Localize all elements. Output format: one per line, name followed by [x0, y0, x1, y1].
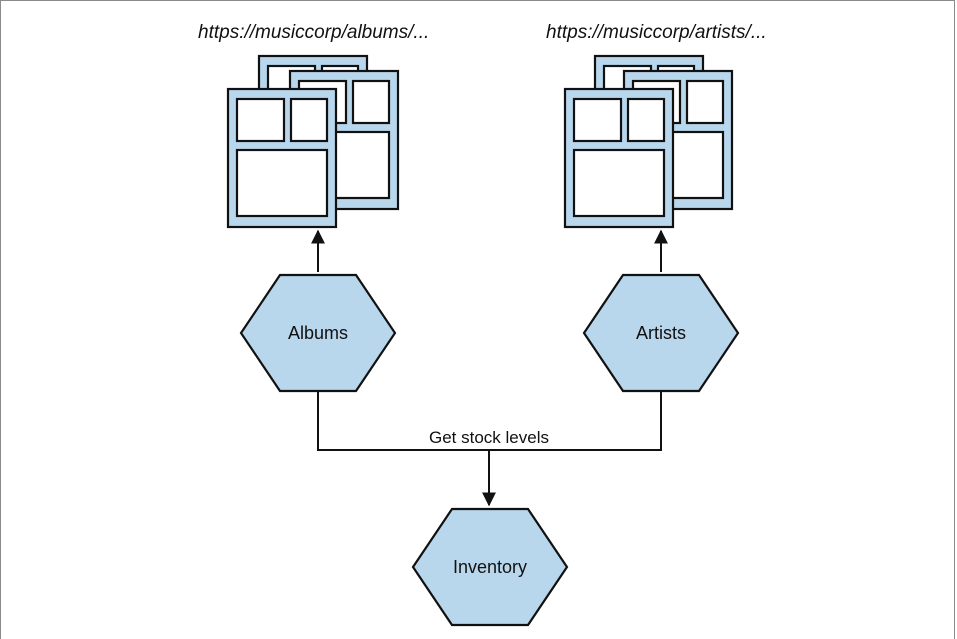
- albums-pages-stack: [226, 54, 400, 229]
- albums-url-label: https://musiccorp/albums/...: [198, 22, 429, 43]
- inventory-service-node: Inventory: [411, 507, 569, 627]
- stock-call-label: Get stock levels: [429, 428, 549, 447]
- artists-url-label: https://musiccorp/artists/...: [546, 22, 767, 43]
- artists-pages-stack: [563, 54, 734, 229]
- artists-service-node: Artists: [582, 273, 740, 393]
- inventory-label: Inventory: [453, 557, 527, 577]
- artists-label: Artists: [636, 323, 686, 343]
- albums-label: Albums: [288, 323, 348, 343]
- albums-service-node: Albums: [239, 273, 397, 393]
